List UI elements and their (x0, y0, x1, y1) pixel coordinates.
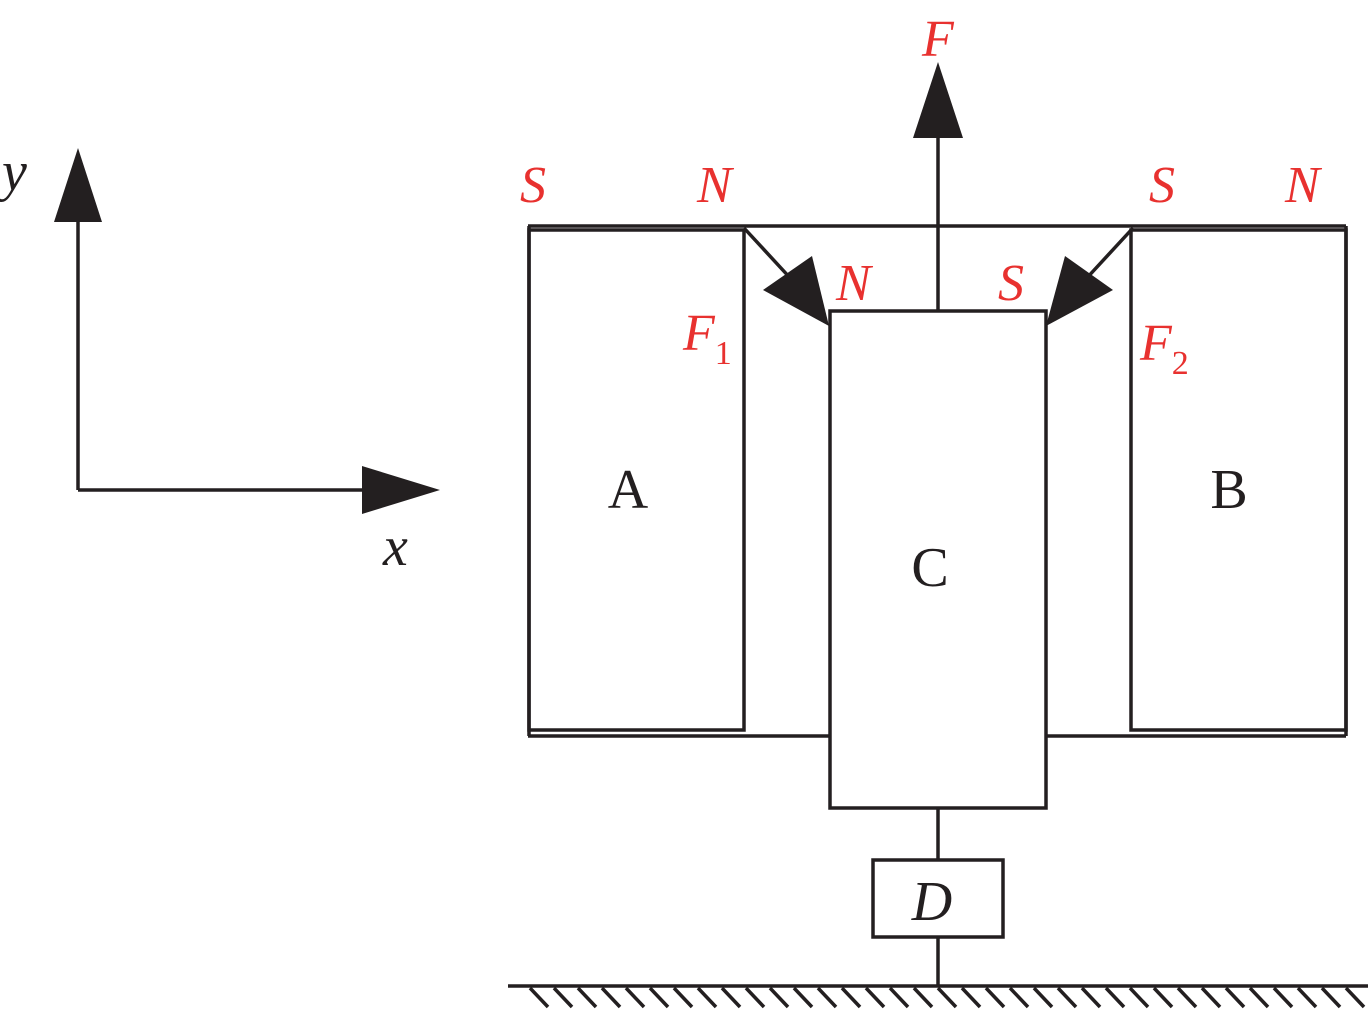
force-f2-subscript: 2 (1172, 345, 1189, 382)
ground-hatch-stroke (768, 986, 790, 1009)
magnet-a: A (527, 226, 830, 738)
ground-hatch-stroke (1056, 986, 1078, 1009)
ground-hatch-stroke (1032, 986, 1054, 1009)
y-axis-arrowhead (54, 148, 102, 222)
ground-hatch-stroke (696, 986, 718, 1009)
ground-hatch-stroke (648, 986, 670, 1009)
ground (508, 984, 1368, 1009)
ground-hatch-stroke (912, 986, 934, 1009)
force-f1-arrowhead (763, 256, 829, 326)
force-f2-label: F2 (1139, 315, 1189, 382)
pole-c-right-s: S (998, 255, 1024, 312)
force-f2-arrowhead (1046, 256, 1113, 326)
force-f2-main: F (1139, 315, 1173, 372)
ground-hatch-stroke (720, 986, 742, 1009)
ground-hatch-stroke (1176, 986, 1198, 1009)
force-f1-shaft (742, 226, 794, 282)
ground-hatch-stroke (1104, 986, 1126, 1009)
magnet-b-label: B (1210, 459, 1247, 521)
ground-hatch-stroke (1320, 986, 1342, 1009)
pole-a-right-n: N (696, 157, 735, 214)
force-f2-arrow (1046, 226, 1135, 326)
ground-hatch-stroke (1128, 986, 1150, 1009)
x-axis-label: x (382, 516, 408, 578)
magnet-a-body (527, 228, 746, 732)
magnet-a-label: A (608, 459, 649, 521)
ground-hatch-stroke (792, 986, 814, 1009)
ground-hatch-stroke (744, 986, 766, 1009)
magnet-b: B (1046, 226, 1348, 738)
ground-hatch-stroke (600, 986, 622, 1009)
ground-hatch-stroke (864, 986, 886, 1009)
magnet-c-body (828, 309, 1048, 810)
ground-hatch-stroke (1224, 986, 1246, 1009)
force-f-label: F (921, 11, 955, 68)
magnet-b-body (1129, 228, 1348, 732)
x-axis-arrowhead (362, 466, 440, 514)
pole-c-left-n: N (835, 255, 874, 312)
force-f1-label: F1 (682, 305, 732, 372)
ground-hatch-stroke (624, 986, 646, 1009)
y-axis-label: y (0, 141, 27, 203)
ground-hatch-stroke (960, 986, 982, 1009)
ground-hatch-stroke (984, 986, 1006, 1009)
ground-hatch-stroke (1080, 986, 1102, 1009)
ground-hatch-stroke (552, 986, 574, 1009)
ground-hatch-stroke (672, 986, 694, 1009)
damper-assembly: D (871, 808, 1005, 986)
pole-b-right-n: N (1284, 157, 1323, 214)
red-labels: S N S N N S F F1 F2 (520, 11, 1323, 382)
ground-hatch-stroke (1272, 986, 1294, 1009)
ground-hatch-stroke (1344, 986, 1366, 1009)
pole-a-left-s: S (520, 157, 546, 214)
ground-hatch-stroke (1008, 986, 1030, 1009)
ground-hatching (528, 986, 1366, 1009)
ground-hatch-stroke (1200, 986, 1222, 1009)
ground-hatch-stroke (1248, 986, 1270, 1009)
force-f1-arrow (742, 226, 829, 326)
ground-hatch-stroke (1296, 986, 1318, 1009)
force-f2-shaft (1083, 226, 1135, 282)
ground-hatch-stroke (576, 986, 598, 1009)
force-f1-main: F (682, 305, 716, 362)
coordinate-axes: y x (0, 141, 440, 578)
ground-hatch-stroke (840, 986, 862, 1009)
ground-hatch-stroke (816, 986, 838, 1009)
ground-hatch-stroke (936, 986, 958, 1009)
damper-d-label: D (911, 871, 952, 933)
ground-hatch-stroke (528, 986, 550, 1009)
pole-b-left-s: S (1149, 157, 1175, 214)
ground-hatch-stroke (1152, 986, 1174, 1009)
ground-hatch-stroke (888, 986, 910, 1009)
magnet-c: C (828, 309, 1048, 810)
force-f1-subscript: 1 (715, 335, 732, 372)
force-f-arrowhead (913, 62, 963, 138)
magnet-c-label: C (911, 537, 948, 599)
